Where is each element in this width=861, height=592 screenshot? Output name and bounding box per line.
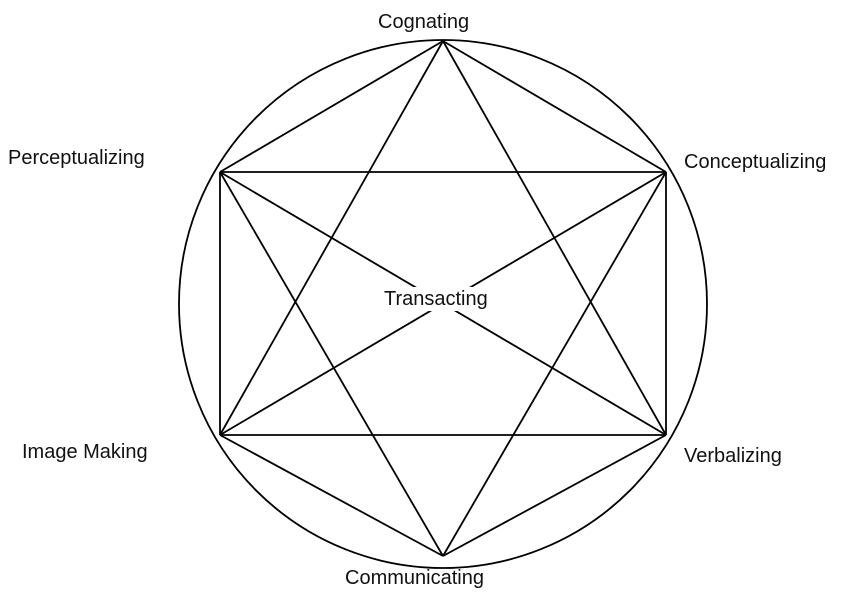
node-label-transacting: Transacting <box>384 288 488 310</box>
outer-circle <box>178 39 708 569</box>
node-label-perceptualizing: Perceptualizing <box>8 147 145 169</box>
edge-verbalizing-communicating <box>442 434 667 557</box>
edge-communicating-image-making <box>219 434 444 557</box>
edge-cognating-conceptualizing <box>442 40 667 173</box>
node-label-verbalizing: Verbalizing <box>684 445 782 467</box>
edge-perceptualizing-communicating <box>219 171 444 557</box>
node-label-cognating: Cognating <box>378 11 470 33</box>
edge-conceptualizing-communicating <box>442 171 667 557</box>
center-label-background <box>380 287 513 311</box>
node-label-conceptualizing: Conceptualizing <box>684 151 827 173</box>
node-label-image-making: Image Making <box>22 441 148 463</box>
edge-perceptualizing-cognating <box>219 40 444 173</box>
node-label-communicating: Communicating <box>345 567 484 589</box>
